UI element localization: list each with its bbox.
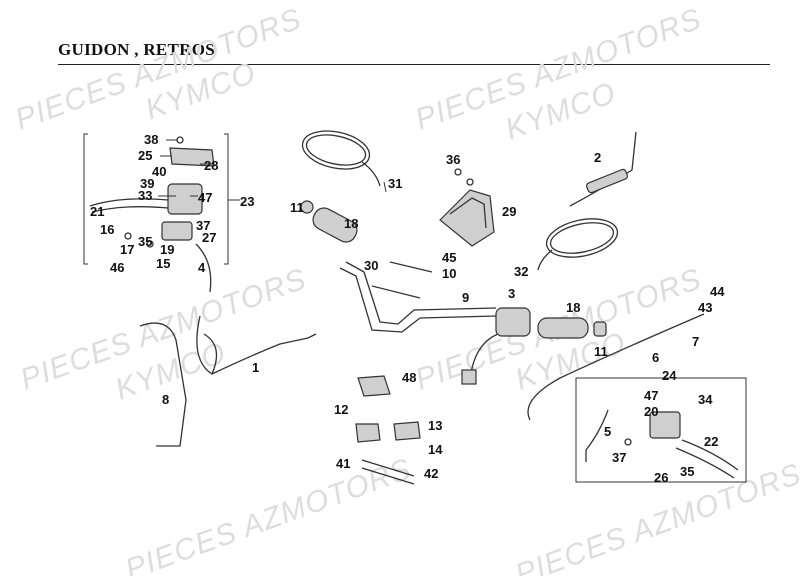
handlebar-part bbox=[339, 261, 497, 333]
bolt-part bbox=[124, 232, 132, 240]
callout-label: 30 bbox=[364, 258, 378, 273]
callout-labels: 38 25 28 40 39 33 47 23 21 16 37 35 27 1… bbox=[90, 132, 725, 485]
brake-hose-part bbox=[195, 243, 212, 293]
callout-label: 25 bbox=[138, 148, 152, 163]
brake-lever-part bbox=[89, 198, 169, 207]
callout-label: 11 bbox=[290, 200, 304, 215]
callout-label: 15 bbox=[156, 256, 170, 271]
callout-label: 41 bbox=[336, 456, 350, 471]
callout-label: 35 bbox=[680, 464, 694, 479]
callout-label: 6 bbox=[652, 350, 659, 365]
reservoir-cap-part bbox=[169, 147, 215, 167]
left-mirror-part bbox=[301, 130, 387, 193]
callout-label: 18 bbox=[566, 300, 580, 315]
callout-label: 18 bbox=[344, 216, 358, 231]
callout-label: 14 bbox=[428, 442, 443, 457]
cable-part-6 bbox=[527, 313, 705, 421]
callout-label: 17 bbox=[120, 242, 134, 257]
group-frame bbox=[575, 377, 747, 483]
left-master-cylinder-group bbox=[83, 133, 240, 293]
page-title: GUIDON , RETROS bbox=[58, 40, 216, 59]
callout-label: 5 bbox=[604, 424, 611, 439]
lever-part bbox=[681, 439, 739, 471]
callout-label: 37 bbox=[196, 218, 210, 233]
callout-label: 23 bbox=[240, 194, 254, 209]
callout-label: 36 bbox=[446, 152, 460, 167]
callout-label: 9 bbox=[462, 290, 469, 305]
group-bracket-right bbox=[224, 133, 229, 265]
brake-lever-part bbox=[91, 206, 169, 213]
watermark-layer: PIECES AZMOTORS KYMCO PIECES AZMOTORS KY… bbox=[11, 2, 800, 576]
callout-label: 4 bbox=[198, 260, 206, 275]
callout-label: 34 bbox=[698, 392, 713, 407]
callout-label: 20 bbox=[644, 404, 658, 419]
bolt-part bbox=[624, 438, 632, 446]
clamp-part bbox=[161, 221, 193, 241]
callout-label: 33 bbox=[138, 188, 152, 203]
handlebar-clamp-parts bbox=[355, 375, 421, 485]
callout-label: 24 bbox=[662, 368, 677, 383]
callout-label: 22 bbox=[704, 434, 718, 449]
callout-label: 32 bbox=[514, 264, 528, 279]
callout-label: 38 bbox=[144, 132, 158, 147]
callout-label: 45 bbox=[442, 250, 456, 265]
callout-label: 10 bbox=[442, 266, 456, 281]
callout-label: 8 bbox=[162, 392, 169, 407]
right-mirror-part bbox=[537, 218, 619, 271]
brake-cable-part bbox=[196, 315, 317, 375]
callout-label: 19 bbox=[160, 242, 174, 257]
callout-label: 44 bbox=[710, 284, 725, 299]
callout-label: 3 bbox=[508, 286, 515, 301]
lever-bracket-part bbox=[649, 411, 681, 439]
callout-label: 7 bbox=[692, 334, 699, 349]
callout-label: 39 bbox=[140, 176, 154, 191]
bolt-part bbox=[146, 240, 154, 248]
right-switch-housing-part bbox=[461, 307, 531, 385]
group-bracket-left bbox=[83, 133, 88, 265]
callout-label: 47 bbox=[198, 190, 212, 205]
left-grip-part bbox=[300, 200, 358, 243]
right-lever-group bbox=[575, 377, 747, 483]
callout-label: 28 bbox=[204, 158, 218, 173]
callout-label: 47 bbox=[644, 388, 658, 403]
callout-label: 35 bbox=[138, 234, 152, 249]
callout-label: 43 bbox=[698, 300, 712, 315]
callout-label: 37 bbox=[612, 450, 626, 465]
callout-label: 11 bbox=[594, 344, 608, 359]
callout-label: 31 bbox=[388, 176, 402, 191]
callout-label: 29 bbox=[502, 204, 516, 219]
master-cylinder-body-part bbox=[167, 183, 203, 215]
callout-label: 21 bbox=[90, 204, 104, 219]
callout-label: 42 bbox=[424, 466, 438, 481]
right-grip-part bbox=[537, 317, 607, 339]
callout-label: 48 bbox=[402, 370, 416, 385]
throttle-cable-part bbox=[569, 131, 637, 207]
callout-label: 16 bbox=[100, 222, 114, 237]
title-divider bbox=[58, 64, 770, 65]
callout-label: 40 bbox=[152, 164, 166, 179]
wire-part bbox=[585, 409, 609, 462]
callout-label: 26 bbox=[654, 470, 668, 485]
handlebar-cover-part bbox=[439, 168, 495, 247]
callout-label: 1 bbox=[252, 360, 259, 375]
callout-label: 46 bbox=[110, 260, 124, 275]
callout-label: 2 bbox=[594, 150, 601, 165]
callout-label: 27 bbox=[202, 230, 216, 245]
lever-part bbox=[675, 447, 735, 479]
cable-part-8 bbox=[139, 322, 187, 447]
callout-label: 13 bbox=[428, 418, 442, 433]
callout-label: 12 bbox=[334, 402, 348, 417]
